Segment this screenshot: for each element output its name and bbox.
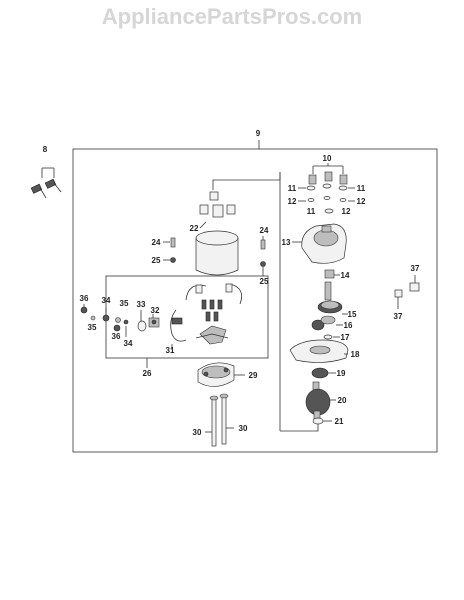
washer-part-25-right — [260, 261, 266, 267]
watermark-text: AppliancePartsPros.com — [102, 4, 362, 29]
armature-part-20 — [305, 381, 331, 420]
callout-20: 20 — [338, 396, 347, 405]
stator-housing — [195, 230, 239, 276]
housing-part-13 — [301, 223, 347, 264]
nut-part-36-left — [80, 306, 88, 314]
connector-top — [212, 172, 281, 190]
callout-24-right: 24 — [260, 226, 269, 235]
callout-18: 18 — [351, 350, 360, 359]
callout-37-top: 37 — [411, 264, 420, 273]
callout-34-left: 34 — [102, 296, 111, 305]
callout-14: 14 — [341, 271, 350, 280]
callout-35-right: 35 — [120, 299, 129, 308]
callout-11-bottom: 11 — [307, 207, 316, 216]
bolt-part-8 — [30, 167, 62, 199]
callout-22: 22 — [190, 224, 199, 233]
brush-holder-assembly — [185, 283, 243, 345]
callout-10: 10 — [323, 154, 332, 163]
callout-15: 15 — [348, 310, 357, 319]
washer-part-33 — [137, 320, 147, 332]
callout-32: 32 — [151, 306, 160, 315]
callout-11-right: 11 — [357, 184, 366, 193]
screw-set-part-10 — [306, 163, 348, 214]
callout-36-right: 36 — [112, 332, 121, 341]
nut-part-36-right — [113, 324, 121, 332]
callout-13: 13 — [282, 238, 291, 247]
washer-part-21 — [312, 417, 324, 425]
gear-part-15 — [317, 281, 343, 314]
callout-26: 26 — [143, 369, 152, 378]
washer-part-17 — [323, 334, 333, 340]
callout-30-left: 30 — [193, 428, 202, 437]
callout-30-right: 30 — [239, 424, 248, 433]
washer-part-25-left — [170, 257, 176, 263]
callout-9: 9 — [256, 129, 261, 138]
end-cap-part-29 — [197, 362, 235, 387]
callout-31: 31 — [166, 346, 175, 355]
nut-part-34-left — [102, 314, 110, 322]
callout-19: 19 — [337, 369, 346, 378]
callout-21: 21 — [335, 417, 344, 426]
callout-36-left: 36 — [80, 294, 89, 303]
callout-34-right: 34 — [124, 339, 133, 348]
callout-29: 29 — [249, 371, 258, 380]
callout-12-left: 12 — [288, 197, 297, 206]
assembly-frame — [72, 148, 438, 453]
callout-11-left: 11 — [288, 184, 297, 193]
washer-part-34-right — [123, 319, 129, 325]
bearing-part-19 — [311, 367, 329, 379]
wire-part-31 — [170, 309, 187, 342]
callout-12-bottom: 12 — [342, 207, 351, 216]
brush-set-part-22 — [199, 191, 236, 218]
callout-17: 17 — [341, 333, 350, 342]
callout-33: 33 — [137, 300, 146, 309]
callout-8: 8 — [43, 145, 48, 154]
connector-part-31 — [171, 317, 183, 325]
nut-part-14 — [324, 269, 335, 279]
screw-part-24-right — [260, 239, 266, 250]
callout-12-right: 12 — [357, 197, 366, 206]
washer-part-35-right — [115, 317, 121, 323]
bushing-part-37 — [394, 282, 420, 298]
screw-part-24-left — [170, 237, 176, 248]
washer-part-35-left — [90, 315, 96, 321]
callout-35-left: 35 — [88, 323, 97, 332]
callout-25-right: 25 — [260, 277, 269, 286]
callout-24-left: 24 — [152, 238, 161, 247]
callout-25-left: 25 — [152, 256, 161, 265]
connector-bottom — [280, 420, 319, 432]
through-bolt-part-30 — [209, 393, 229, 447]
callout-16: 16 — [344, 321, 353, 330]
callout-37-bottom: 37 — [394, 312, 403, 321]
end-plate-part-18 — [289, 339, 349, 363]
gear-part-16 — [311, 315, 336, 331]
terminal-part-32 — [148, 317, 160, 328]
